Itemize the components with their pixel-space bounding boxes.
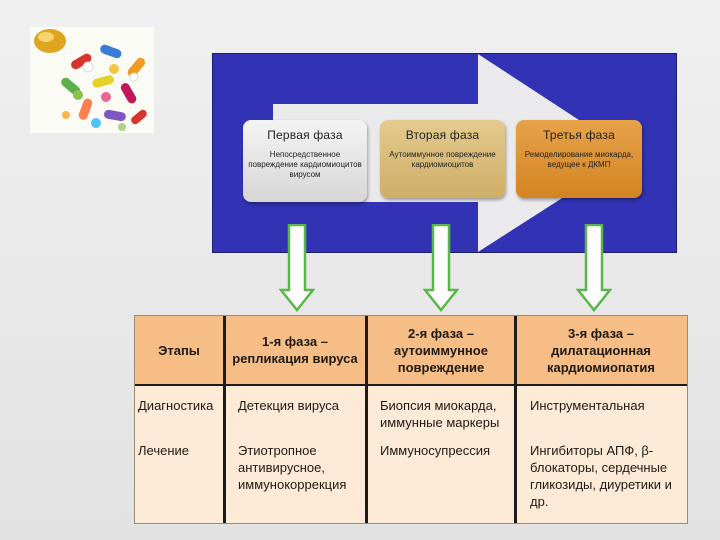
phase-box-2: Вторая фаза Аутоиммунное повреждение кар… — [380, 120, 505, 198]
phase-1-title: Первая фаза — [267, 128, 343, 142]
cell-diagnostics-phase-3: Инструментальная — [530, 398, 645, 413]
pills-image — [30, 27, 154, 133]
header-divider — [135, 384, 687, 386]
phase-3-text: Ремоделирование миокарда, ведущее к ДКМП — [524, 150, 634, 169]
column-divider — [514, 316, 517, 523]
row-label-diagnostics: Диагностика — [138, 398, 214, 413]
header-phase-1: 1-я фаза – репликация вируса — [232, 334, 358, 366]
phases-diagram: Первая фаза Непосредственное повреждение… — [212, 53, 677, 253]
header-phase-2: 2-я фаза – аутоиммунное повреждение — [394, 325, 488, 375]
cell-diagnostics-phase-1: Детекция вируса — [238, 398, 340, 413]
column-divider — [223, 316, 226, 523]
phase-box-3: Третья фаза Ремоделирование миокарда, ве… — [516, 120, 642, 198]
column-divider — [365, 316, 368, 523]
table-header-row — [135, 316, 687, 384]
cell-treatment-phase-2: Иммуносупрессия — [380, 443, 491, 458]
phase-3-title: Третья фаза — [543, 128, 615, 142]
phase-box-1: Первая фаза Непосредственное повреждение… — [243, 120, 367, 202]
row-label-treatment: Лечение — [138, 443, 190, 458]
cell-diagnostics-phase-2: Биопсия миокарда, иммунные маркеры — [380, 398, 500, 430]
phase-2-title: Вторая фаза — [405, 128, 480, 142]
down-arrow-icon — [423, 224, 459, 312]
phase-1-text: Непосредственное повреждение кардиомиоци… — [248, 150, 362, 179]
phase-2-text: Аутоиммунное повреждение кардиомиоцитов — [389, 150, 496, 169]
cell-treatment-phase-1: Этиотропное антивирусное, иммунокоррекци… — [238, 443, 347, 492]
down-arrow-icon — [279, 224, 315, 312]
down-arrow-icon — [576, 224, 612, 312]
cell-treatment-phase-3: Ингибиторы АПФ, β-блокаторы, сердечные г… — [530, 443, 672, 509]
header-stages: Этапы — [158, 342, 200, 358]
header-phase-3: 3-я фаза – дилатационная кардиомиопатия — [547, 325, 655, 375]
phases-table: Этапы 1-я фаза – репликация вируса 2-я ф… — [134, 315, 688, 524]
